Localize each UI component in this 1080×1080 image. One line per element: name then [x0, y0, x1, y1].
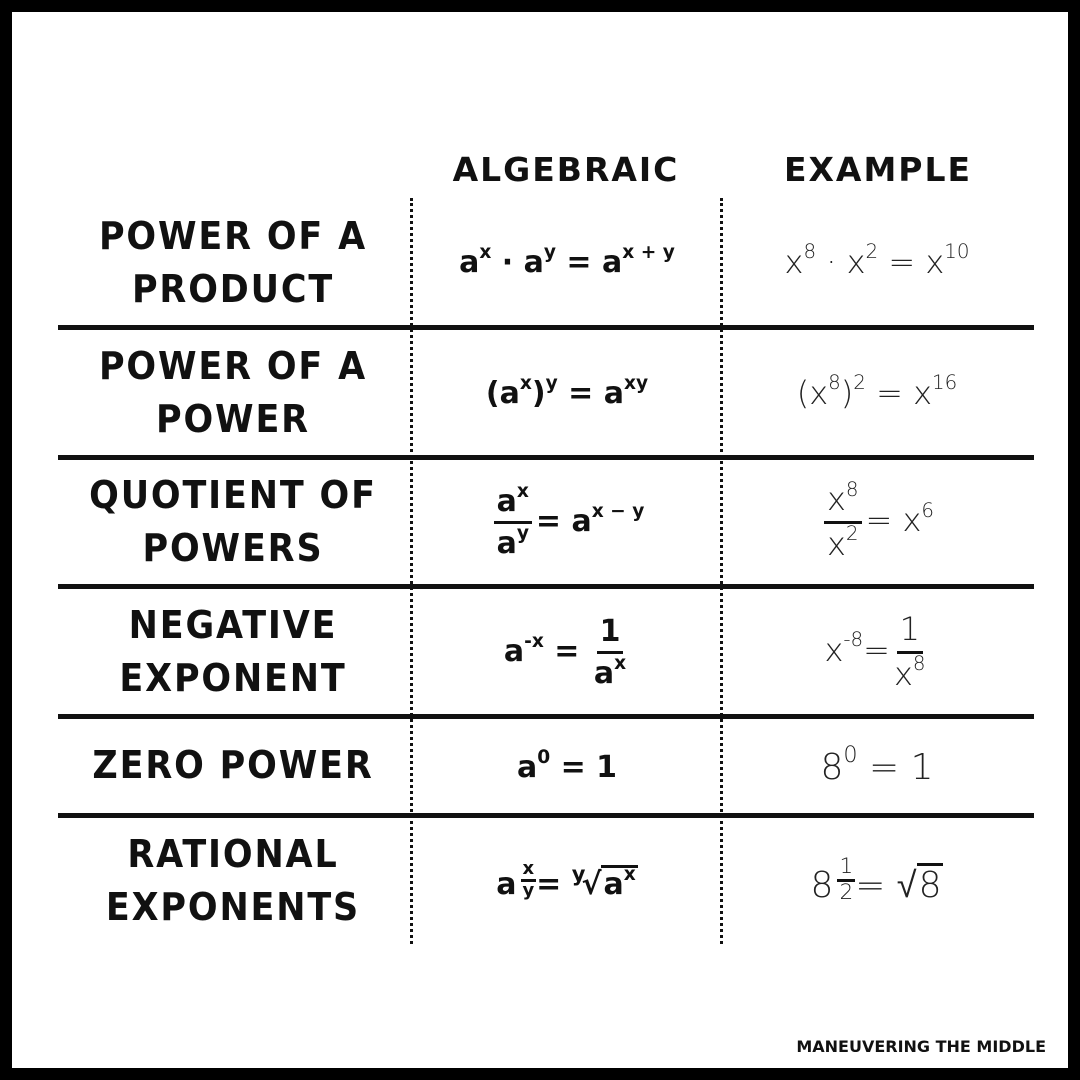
column-divider: [720, 198, 723, 944]
algebraic-formula: (ax)y = axy: [485, 372, 649, 411]
row-divider: [58, 455, 1034, 460]
table-row: ZERO POWER a0 = 1 80 = 1: [12, 719, 1068, 815]
example-formula: x8 · x2 = x10: [784, 240, 970, 281]
example-formula: (x8)2 = x16: [796, 371, 958, 412]
radical-icon: √: [896, 864, 917, 906]
algebraic-formula: a0 = 1: [516, 746, 618, 785]
radical-icon: √: [581, 866, 602, 902]
row-divider: [58, 325, 1034, 330]
row-divider: [58, 714, 1034, 719]
brand-footer: MANEUVERING THE MIDDLE: [796, 1037, 1046, 1056]
header-algebraic: ALGEBRAIC: [452, 150, 680, 189]
column-divider: [410, 198, 413, 944]
algebraic-formula: ax · ay = ax + y: [459, 241, 675, 280]
rule-name: ZERO POWER: [92, 743, 374, 787]
row-divider: [58, 584, 1034, 589]
row-divider: [58, 813, 1034, 818]
example-formula: 80 = 1: [820, 741, 934, 788]
header-example: EXAMPLE: [783, 150, 973, 189]
